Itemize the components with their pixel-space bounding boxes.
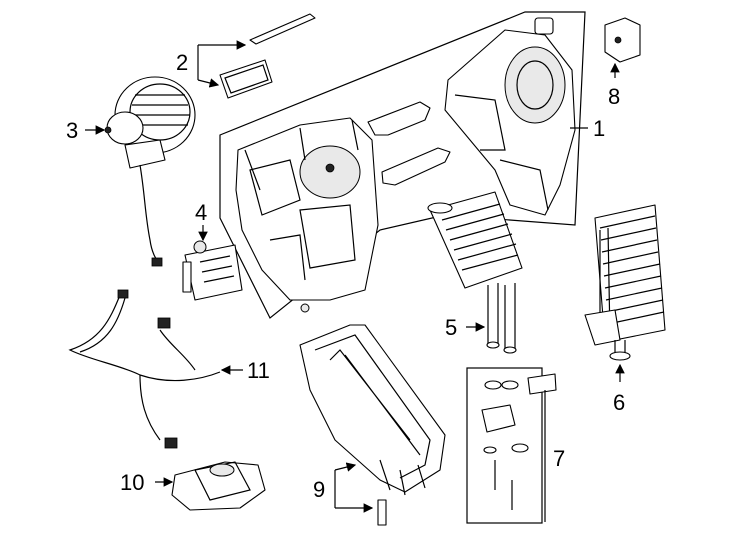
housing-bracket-part: [367, 101, 451, 186]
callout-4: 4: [195, 200, 207, 225]
air-filter-part: [219, 13, 316, 99]
callout-6: 6: [613, 390, 625, 415]
lower-case-part: [299, 324, 446, 526]
callout-2: 2: [176, 50, 188, 75]
callout-9: 9: [313, 477, 325, 502]
callout-10: 10: [120, 470, 144, 495]
callout-8: 8: [608, 84, 620, 109]
seal-kit-parts: [481, 373, 557, 510]
callout-2-leader: [197, 40, 247, 88]
callout-5: 5: [445, 315, 457, 340]
callout-7: 7: [553, 446, 565, 471]
callout-1: 1: [593, 116, 605, 141]
evaporator-core-part: [584, 204, 666, 361]
hvac-housing-right-part: [444, 17, 576, 216]
heater-core-part: [427, 191, 523, 354]
clip-part: [604, 17, 641, 63]
wiring-harness-part: [68, 289, 221, 449]
mount-pad-part: [171, 461, 266, 511]
callout-11: 11: [247, 358, 270, 383]
callout-leaders: [85, 62, 625, 522]
seal-kit-box: [466, 367, 543, 524]
callout-3: 3: [66, 118, 78, 143]
hvac-housing-left-part: [235, 117, 379, 313]
blower-motor-part: [104, 76, 196, 267]
actuator-part: [182, 240, 243, 301]
